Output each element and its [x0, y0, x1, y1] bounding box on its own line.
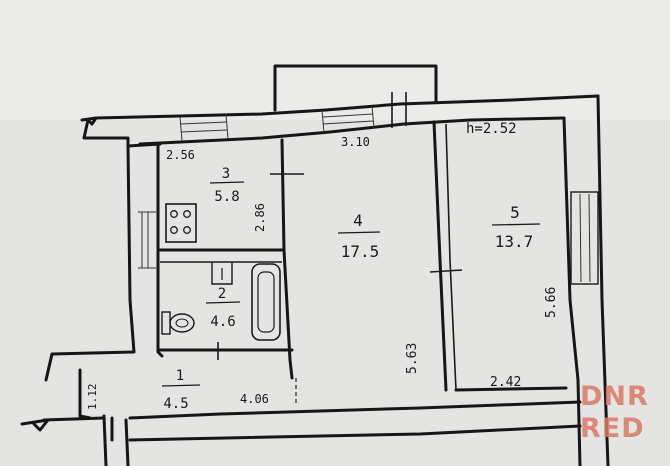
- watermark-line-1: DNR: [580, 381, 649, 412]
- window-living: [321, 105, 375, 134]
- room-number: 1: [176, 368, 184, 384]
- room-area: 13.7: [495, 232, 534, 251]
- watermark-line-2: RED: [580, 413, 645, 444]
- window-left: [138, 211, 156, 269]
- bottom-wall-outer: [128, 400, 582, 420]
- room-number: 2: [218, 286, 226, 302]
- bedroom-width-dim: 2.42: [490, 375, 521, 390]
- room-hallway: 1 4.5: [161, 368, 201, 412]
- window-kitchen: [179, 113, 229, 142]
- ceiling-height-label: h=2.52: [466, 121, 517, 137]
- exterior-wall-right-outer: [596, 94, 610, 466]
- room-area: 4.6: [210, 314, 235, 330]
- living-bedroom-partition-inner: [445, 123, 457, 391]
- bedroom-depth-dim: 5.66: [544, 287, 559, 318]
- room-area: 4.5: [163, 396, 188, 412]
- kitchen-width-dim: 2.56: [166, 148, 195, 162]
- living-bedroom-partition: [432, 120, 448, 392]
- exterior-wall-top-outer: [94, 94, 600, 120]
- room-area: 17.5: [341, 242, 380, 261]
- room-living: 4 17.5: [337, 211, 381, 261]
- room-bedroom: 5 13.7: [491, 203, 541, 251]
- stove-icon: [165, 203, 197, 243]
- wall-break-lower-left: [20, 418, 50, 432]
- window-bedroom: [570, 191, 599, 285]
- watermark-text-block: DNR RED: [580, 381, 658, 445]
- sink-icon: [211, 262, 233, 285]
- living-width-dim: 3.10: [341, 135, 370, 149]
- bedroom-bottom-wall: [454, 386, 568, 392]
- exterior-wall-left: [44, 144, 136, 382]
- bottom-wall-left: [42, 416, 106, 422]
- room-number: 3: [222, 166, 230, 182]
- bedroom-door-mark: [429, 269, 463, 273]
- entry-post-right: [124, 418, 130, 466]
- room-kitchen: 3 5.8: [209, 166, 245, 205]
- exterior-wall-right-inner: [562, 116, 582, 466]
- exterior-wall-top-inner: [138, 116, 566, 146]
- living-depth-dim: 5.63: [405, 343, 420, 374]
- bottom-wall-inner: [128, 424, 582, 442]
- entry-post-left: [102, 414, 108, 466]
- room-number: 5: [510, 203, 520, 222]
- bathtub-icon: [251, 263, 281, 341]
- hall-width-dim: 1.12: [86, 384, 99, 411]
- room-number: 4: [353, 211, 363, 230]
- paper-highlight: [0, 0, 670, 120]
- hall-length-dim: 4.06: [240, 392, 269, 406]
- balcony-outline: [273, 64, 438, 112]
- watermark-logo: DNR RED: [580, 381, 658, 449]
- room-bathroom: 2 4.6: [205, 286, 241, 330]
- room-area: 5.8: [214, 189, 239, 205]
- toilet-icon: [161, 311, 195, 335]
- living-left-wall: [280, 138, 294, 380]
- kitchen-depth-dim: 2.86: [253, 203, 267, 232]
- kitchen-left-wall: [156, 144, 164, 358]
